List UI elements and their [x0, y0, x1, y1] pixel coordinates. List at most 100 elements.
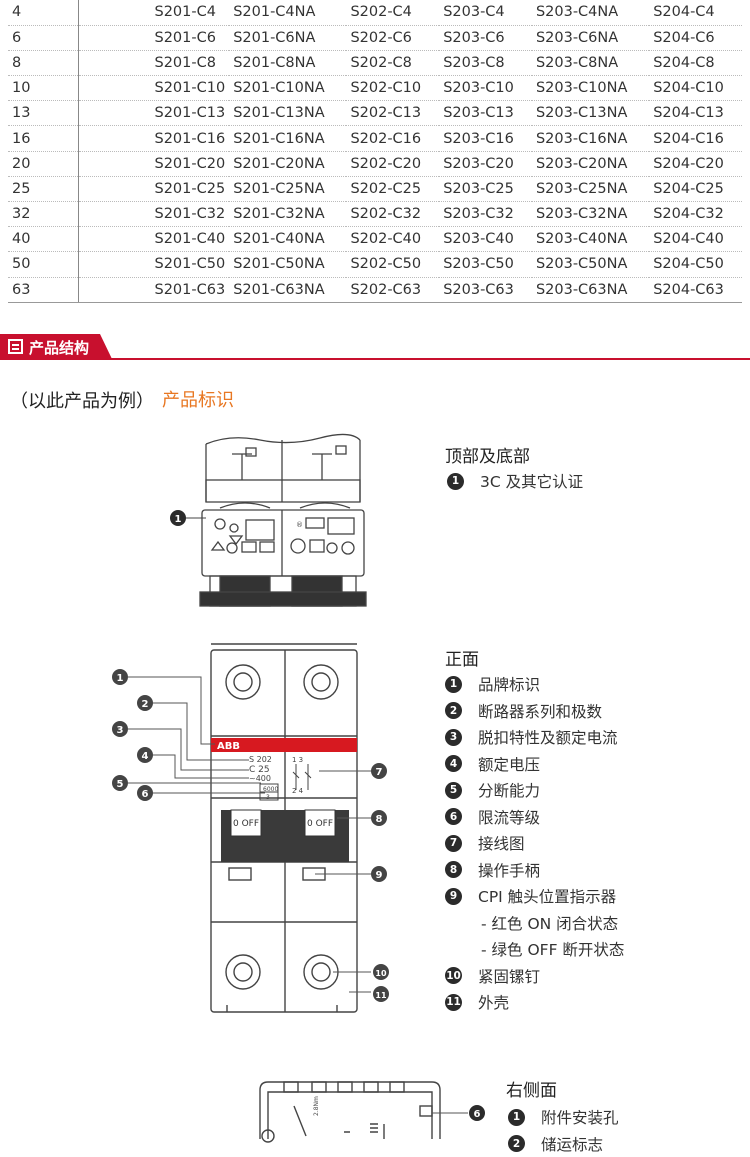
list-item: 11 外壳: [445, 989, 624, 1016]
model-cell: S202-C16: [346, 126, 439, 151]
list-item-text: 分断能力: [478, 779, 540, 801]
number-badge: 8: [445, 861, 462, 878]
model-cell: S202-C8: [346, 50, 439, 75]
model-cell: S201-C6: [78, 25, 229, 50]
model-cell: S201-C20: [78, 151, 229, 176]
model-cell: S201-C16: [78, 126, 229, 151]
model-cell: S203-C20NA: [532, 151, 649, 176]
handle-label-right: 0 OFF: [307, 819, 333, 829]
model-cell: S204-C25: [649, 176, 742, 201]
model-cell: S204-C32: [649, 202, 742, 227]
current-cell: 8: [8, 50, 78, 75]
model-cell: S202-C50: [346, 252, 439, 277]
model-cell: S202-C32: [346, 202, 439, 227]
model-cell: S204-C10: [649, 76, 742, 101]
side-view-drawing: 2.8Nm 6: [240, 1072, 500, 1139]
top-bottom-title: 顶部及底部: [445, 442, 530, 467]
callout-front-2: 2: [142, 699, 149, 710]
callout-front-3: 3: [117, 725, 124, 736]
model-cell: S201-C4: [78, 0, 229, 25]
callout-front-10: 10: [375, 969, 387, 978]
model-cell: S202-C13: [346, 101, 439, 126]
model-cell: S204-C13: [649, 101, 742, 126]
model-cell: S203-C6NA: [532, 25, 649, 50]
model-cell: S201-C50: [78, 252, 229, 277]
number-badge: 5: [445, 782, 462, 799]
number-badge: 11: [445, 994, 462, 1011]
model-cell: S204-C20: [649, 151, 742, 176]
handle-label-left: 0 OFF: [233, 819, 259, 829]
callout-front-1: 1: [117, 673, 124, 684]
model-cell: S203-C63NA: [532, 277, 649, 302]
model-cell: S201-C32: [78, 202, 229, 227]
document-icon: [8, 339, 23, 354]
model-cell: S203-C6: [439, 25, 532, 50]
list-item-text: 外壳: [478, 991, 509, 1013]
model-cell: S201-C6NA: [229, 25, 346, 50]
front-title: 正面: [445, 645, 479, 670]
model-cell: S202-C6: [346, 25, 439, 50]
front-view-drawing: ABB S 202 C 25 ~400 6000 3 1 3 2 4 0 OFF…: [105, 640, 405, 1020]
list-item-text: CPI 触头位置指示器: [478, 885, 616, 907]
list-item: - 绿色 OFF 断开状态: [445, 936, 624, 963]
callout-front-7: 7: [376, 767, 383, 778]
model-cell: S203-C40: [439, 227, 532, 252]
model-cell: S203-C50NA: [532, 252, 649, 277]
current-cell: 20: [8, 151, 78, 176]
model-cell: S201-C10: [78, 76, 229, 101]
side-torque-mark: 2.8Nm: [313, 1096, 320, 1116]
number-badge: 3: [445, 729, 462, 746]
model-cell: S203-C16: [439, 126, 532, 151]
list-item-text: 限流等级: [478, 806, 540, 828]
list-item-text: 附件安装孔: [541, 1106, 619, 1128]
model-cell: S203-C13: [439, 101, 532, 126]
model-cell: S201-C10NA: [229, 76, 346, 101]
model-cell: S203-C40NA: [532, 227, 649, 252]
model-cell: S203-C10: [439, 76, 532, 101]
model-cell: S203-C13NA: [532, 101, 649, 126]
model-cell: S201-C63: [78, 277, 229, 302]
model-cell: S201-C63NA: [229, 277, 346, 302]
list-item-text: 断路器系列和极数: [478, 700, 602, 722]
section-title: 产品结构: [29, 337, 89, 358]
list-item-text: 储运标志: [541, 1133, 603, 1155]
list-item-text: 紧固镙钉: [478, 965, 540, 987]
number-badge: 6: [445, 808, 462, 825]
model-cell: S202-C4: [346, 0, 439, 25]
callout-front-11: 11: [375, 991, 387, 1000]
current-cell: 4: [8, 0, 78, 25]
number-badge: 9: [445, 888, 462, 905]
model-cell: S201-C20NA: [229, 151, 346, 176]
model-cell: S202-C25: [346, 176, 439, 201]
model-cell: S204-C6: [649, 25, 742, 50]
model-cell: S203-C32NA: [532, 202, 649, 227]
list-item-text: 接线图: [478, 832, 525, 854]
example-highlight: 产品标识: [162, 386, 234, 412]
current-cell: 32: [8, 202, 78, 227]
number-badge: 1: [445, 676, 462, 693]
number-badge: 4: [445, 755, 462, 772]
wiring-top: 1 3: [292, 756, 303, 764]
brand-logo: ABB: [217, 741, 240, 752]
model-cell: S201-C4NA: [229, 0, 346, 25]
callout-front-9: 9: [376, 870, 383, 881]
current-cell: 6: [8, 25, 78, 50]
section-divider: [0, 358, 750, 360]
model-cell: S203-C32: [439, 202, 532, 227]
model-cell: S201-C13NA: [229, 101, 346, 126]
